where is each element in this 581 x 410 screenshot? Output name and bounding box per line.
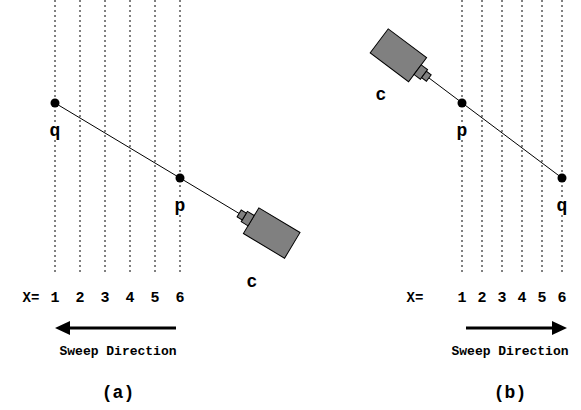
camera-symbol: [370, 29, 438, 90]
point-dot: [558, 174, 567, 183]
axis-number: 3: [99, 291, 110, 306]
axis-number: 5: [149, 291, 160, 306]
sweep-line: [180, 0, 181, 272]
ray-line: [429, 78, 562, 178]
direction-label: Sweep Direction: [58, 345, 177, 358]
point-dot: [176, 174, 185, 183]
sweep-arrow: [466, 327, 554, 330]
axis-number: 1: [456, 291, 467, 306]
axis-number: 5: [536, 291, 547, 306]
point-label: q: [556, 197, 569, 215]
point-label: p: [456, 122, 469, 140]
panel-label: (b): [493, 384, 527, 402]
panel-label: (a): [101, 384, 135, 402]
camera-label: c: [375, 86, 388, 104]
sweep-line: [502, 0, 503, 272]
sweep-line: [562, 0, 563, 272]
sweep-arrow: [68, 327, 176, 330]
direction-label: Sweep Direction: [450, 345, 569, 358]
axis-number: 2: [74, 291, 85, 306]
camera-symbol: [231, 201, 300, 259]
axis-label: X=: [22, 291, 41, 305]
ray-line: [55, 103, 239, 213]
sweep-line: [542, 0, 543, 272]
axis-number: 6: [556, 291, 567, 306]
sweep-line: [130, 0, 131, 272]
sweep-line: [105, 0, 106, 272]
sweep-line: [80, 0, 81, 272]
point-label: q: [49, 122, 62, 140]
axis-label: X=: [406, 291, 425, 305]
point-dot: [458, 99, 467, 108]
axis-number: 2: [476, 291, 487, 306]
axis-number: 1: [49, 291, 60, 306]
arrow-head: [55, 321, 70, 335]
sweep-lines: [55, 0, 562, 272]
sweep-line: [155, 0, 156, 272]
axis-number: 3: [496, 291, 507, 306]
axis-number: 4: [516, 291, 527, 306]
arrow-head: [552, 321, 567, 335]
sweep-line: [482, 0, 483, 272]
point-dot: [51, 99, 60, 108]
point-label: p: [174, 197, 187, 215]
camera-label: c: [246, 273, 259, 291]
axis-number: 4: [124, 291, 135, 306]
axis-number: 6: [174, 291, 185, 306]
sweep-line: [522, 0, 523, 272]
